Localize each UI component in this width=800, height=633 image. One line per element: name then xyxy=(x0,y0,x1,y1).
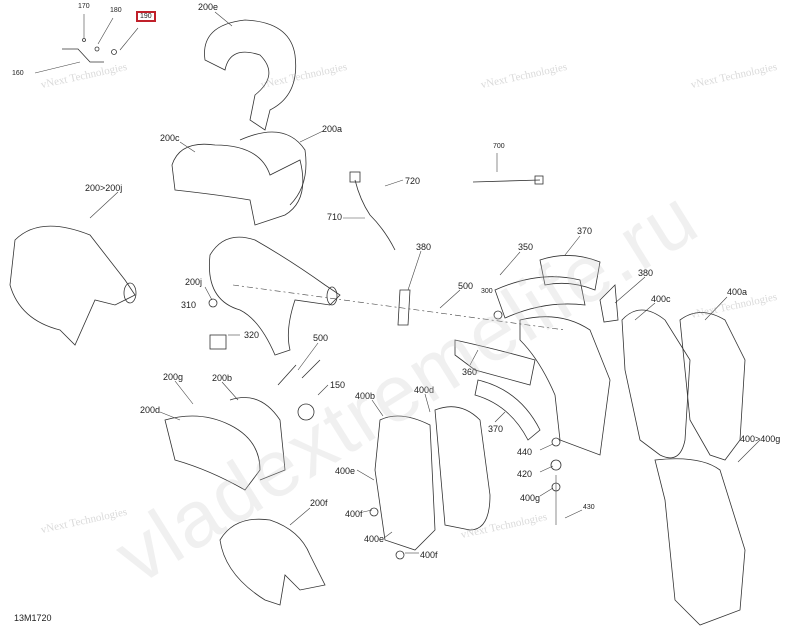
part-label-310[interactable]: 310 xyxy=(181,300,197,310)
part-label-200c[interactable]: 200c xyxy=(160,133,180,143)
fasteners xyxy=(82,38,117,55)
springs-500 xyxy=(277,359,321,421)
part-label-400-400g[interactable]: 400>400g xyxy=(740,434,781,444)
part-label-400b[interactable]: 400b xyxy=(355,391,376,401)
pipe-200g-200d xyxy=(164,397,286,491)
diagram-code: 13M1720 xyxy=(14,613,52,623)
part-label-200d[interactable]: 200d xyxy=(140,405,161,415)
part-label-160[interactable]: 160 xyxy=(12,70,24,77)
part-label-700[interactable]: 700 xyxy=(493,143,505,150)
part-label-200g[interactable]: 200g xyxy=(163,372,184,382)
part-label-300[interactable]: 300 xyxy=(481,288,493,295)
part-label-370-lower[interactable]: 370 xyxy=(488,424,504,434)
part-label-320[interactable]: 320 xyxy=(244,330,260,340)
part-label-400e[interactable]: 400e xyxy=(335,466,356,476)
part-label-360[interactable]: 360 xyxy=(462,367,478,377)
part-label-350[interactable]: 350 xyxy=(518,242,534,252)
pipe-200j xyxy=(208,236,341,356)
pipe-370 xyxy=(474,379,541,441)
part-label-190-highlighted[interactable]: 190 xyxy=(136,11,156,22)
leader-lines xyxy=(34,11,761,554)
part-label-400f[interactable]: 400f xyxy=(345,509,363,519)
part-label-400c[interactable]: 400c xyxy=(651,294,671,304)
pipe-360 xyxy=(454,339,536,386)
heatshield-400c xyxy=(621,309,691,459)
pipe-200f xyxy=(219,518,326,606)
part-label-200j[interactable]: 200j xyxy=(185,277,203,287)
part-label-370[interactable]: 370 xyxy=(577,226,593,236)
part-label-420[interactable]: 420 xyxy=(517,469,533,479)
part-label-500-springs[interactable]: 500 xyxy=(313,333,329,343)
part-label-200e[interactable]: 200e xyxy=(198,2,219,12)
part-label-150[interactable]: 150 xyxy=(330,380,346,390)
part-label-400g[interactable]: 400g xyxy=(520,493,541,503)
pipe-350 xyxy=(494,276,586,319)
hardware xyxy=(208,298,562,560)
part-label-400e-lower[interactable]: 400e xyxy=(364,534,385,544)
part-label-430[interactable]: 430 xyxy=(583,504,595,511)
part-label-200b[interactable]: 200b xyxy=(212,373,233,383)
pipe-200e xyxy=(204,19,297,131)
part-label-200-200j[interactable]: 200>200j xyxy=(85,183,123,193)
part-label-380-right[interactable]: 380 xyxy=(638,268,654,278)
tuned-pipe-200j xyxy=(9,225,137,346)
part-380 xyxy=(397,284,619,326)
cable-700 xyxy=(472,175,544,185)
cover-370 xyxy=(539,255,601,291)
part-label-500[interactable]: 500 xyxy=(458,281,474,291)
part-label-170[interactable]: 170 xyxy=(78,3,90,10)
part-label-440[interactable]: 440 xyxy=(517,447,533,457)
part-label-200a[interactable]: 200a xyxy=(322,124,343,134)
muffler-400 xyxy=(519,316,611,456)
pipe-200c-200a xyxy=(171,131,307,226)
bracket-160 xyxy=(62,48,104,63)
part-label-400f-lower[interactable]: 400f xyxy=(420,550,438,560)
part-label-180[interactable]: 180 xyxy=(110,7,122,14)
heatshield-400a xyxy=(679,312,746,461)
shield-400d xyxy=(434,406,491,531)
part-label-710[interactable]: 710 xyxy=(327,212,343,222)
sensor-710 xyxy=(349,171,396,251)
muffler-400g xyxy=(654,458,746,626)
part-label-400a[interactable]: 400a xyxy=(727,287,748,297)
part-label-200f[interactable]: 200f xyxy=(310,498,328,508)
shield-400b xyxy=(374,415,436,551)
part-label-720[interactable]: 720 xyxy=(405,176,421,186)
part-label-400d[interactable]: 400d xyxy=(414,385,435,395)
part-label-380[interactable]: 380 xyxy=(416,242,432,252)
